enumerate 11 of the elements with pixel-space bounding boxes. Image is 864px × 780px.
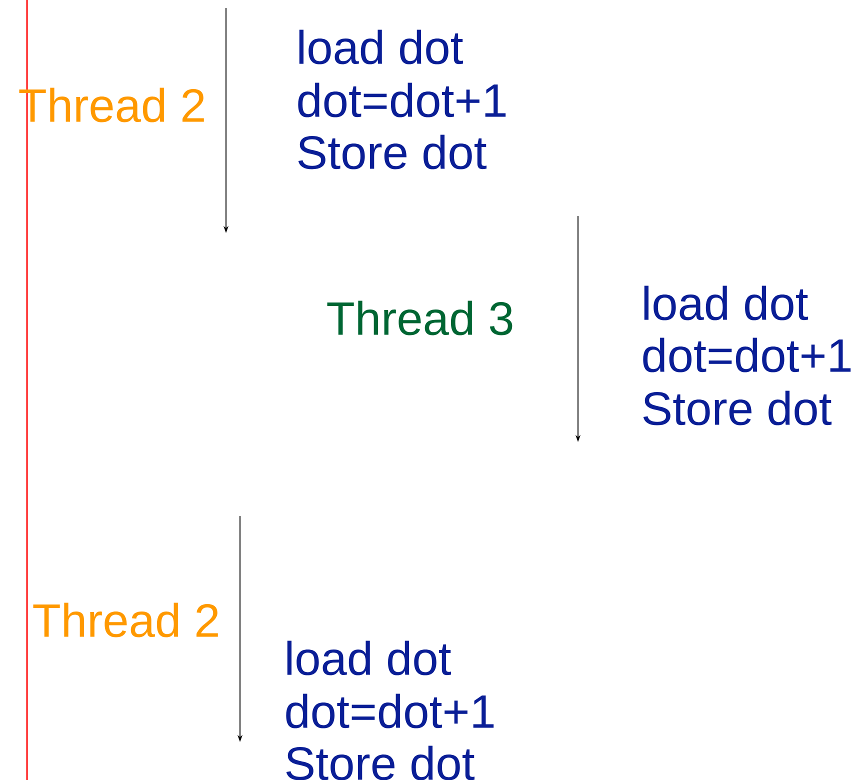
- thread-label: Thread 2: [33, 602, 218, 638]
- code-line: Store dot: [298, 134, 487, 170]
- code-line: load dot: [287, 640, 452, 676]
- code-line: dot=dot+1: [298, 82, 506, 118]
- code-line: dot=dot+1: [286, 694, 494, 728]
- thread-label: Thread 3: [327, 300, 512, 336]
- code-line: Store dot: [643, 390, 832, 426]
- code-line: load dot: [644, 286, 808, 320]
- code-line: dot=dot+1: [643, 338, 851, 372]
- code-line: load dot: [299, 30, 464, 64]
- code-line: Store dot: [286, 746, 475, 780]
